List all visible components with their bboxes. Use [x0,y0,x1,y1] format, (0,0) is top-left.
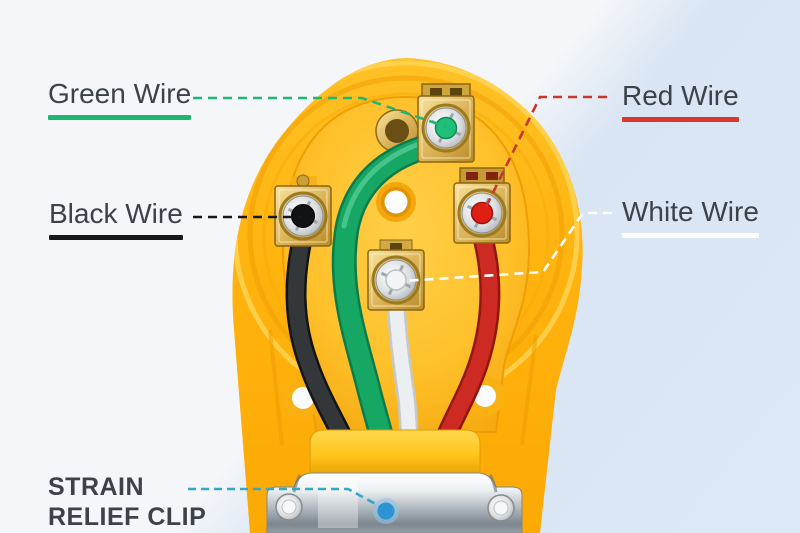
red-wire-label-text: Red Wire [622,80,739,111]
white-wire-underline [622,233,759,239]
cable-collar [309,429,481,477]
white-terminal [367,239,425,311]
leader-lines [188,95,612,524]
red-wire-label: Red Wire [622,80,739,123]
strain-relief-label-line2: RELIEF CLIP [48,503,207,531]
clip-screw-left [275,493,303,521]
red-terminal [453,167,511,244]
green-wire-leader-line [193,96,448,129]
strain-relief-dot [377,502,395,520]
strain-relief-label: STRAIN RELIEF CLIP [48,472,206,532]
green-wire-label-text: Green Wire [48,78,192,109]
black-wire-label-text: Black Wire [49,198,183,229]
black-wire-label: Black Wire [49,198,183,241]
strain-relief-label-line1: STRAIN [48,473,145,501]
white-wire-label-text: White Wire [622,196,759,227]
center-hole [376,182,416,222]
strain-relief-leader-line [188,487,384,510]
green-wire-label: Green Wire [48,78,192,121]
white-wire-label: White Wire [622,196,759,239]
black-terminal [274,174,332,247]
red-wire-leader-line [482,95,607,212]
black-wire-underline [49,235,183,241]
green-wire-underline [48,115,192,121]
clip-screw-right [487,494,515,522]
white-wire-leader-line [402,211,612,283]
red-wire-underline [622,117,739,123]
green-terminal [417,83,475,163]
